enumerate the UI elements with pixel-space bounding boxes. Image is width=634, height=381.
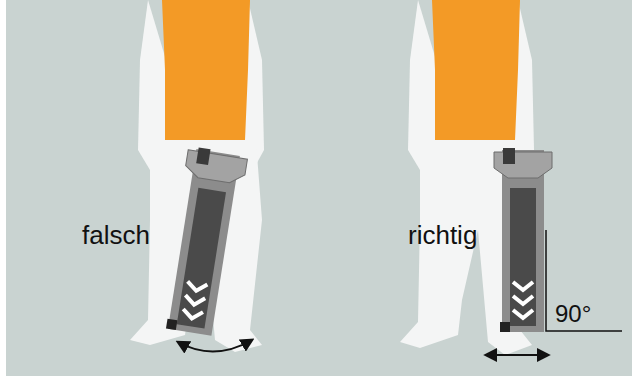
person-left [130,0,264,352]
wrong-label: falsch [82,222,150,248]
angle-label: 90° [555,302,591,326]
locator-device-tilted [160,146,248,337]
right-angle-marker [546,230,622,331]
slide-arrow [486,354,548,356]
locator-device-vertical [494,148,552,332]
background [6,0,632,376]
correct-label: richtig [408,222,477,248]
swing-arrow [178,340,252,352]
